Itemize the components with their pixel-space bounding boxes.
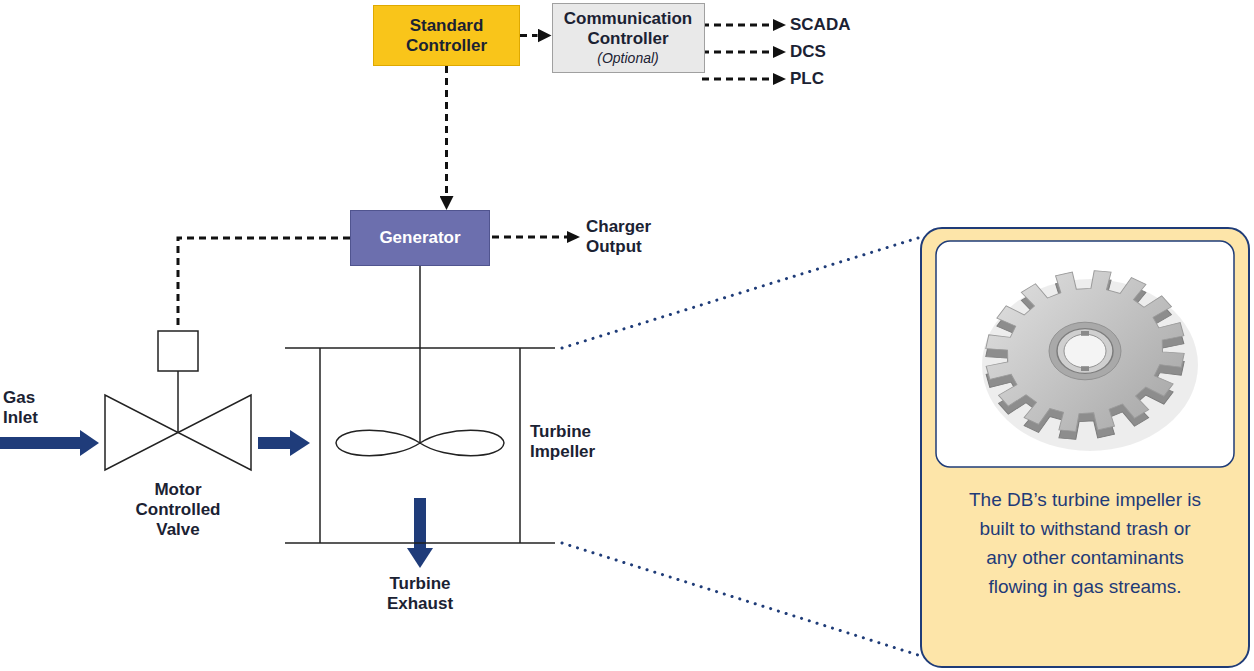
arrowhead [773, 73, 786, 85]
flow-arrow-stem [0, 437, 82, 449]
housing-line [419, 348, 421, 443]
impeller-photo [922, 229, 1248, 666]
dashed-arrow [702, 51, 773, 54]
housing-line [285, 542, 555, 544]
zoom-leader-lines [562, 238, 918, 655]
connector [178, 238, 350, 330]
output-label: Charger Output [586, 217, 678, 257]
arrowhead [773, 19, 786, 31]
housing-line [319, 348, 321, 543]
gear-face [975, 258, 1195, 444]
hub-bore [1064, 334, 1106, 368]
housing-line [519, 348, 521, 543]
valve-body [105, 395, 178, 470]
connector [419, 266, 421, 348]
dotted-leader [562, 543, 918, 655]
connector [445, 66, 448, 196]
box-note: (Optional) [597, 49, 658, 67]
generator-box: Generator [350, 210, 490, 266]
keyway [1081, 366, 1089, 371]
turbine-node: Turbine Impeller [310, 348, 630, 543]
signal-label: DCS [790, 42, 826, 62]
box-title: Communication Controller [563, 9, 694, 49]
valve-body [178, 395, 251, 470]
turbine-label: Turbine Impeller [530, 422, 626, 462]
valve-stem [177, 371, 179, 433]
flow-arrowhead [80, 430, 99, 456]
controller-box: Standard Controller [373, 5, 520, 66]
box-title: Generator [379, 228, 460, 248]
connector [520, 34, 538, 37]
callout-text: The DB’s turbine impeller is built to wi… [962, 485, 1208, 601]
flow-arrowhead [407, 548, 433, 568]
flow-arrow-stem [414, 498, 426, 550]
photo-panel [936, 241, 1234, 467]
valve-label: Motor Controlled Valve [128, 480, 228, 540]
keyway [1081, 331, 1089, 336]
valve-node: Motor Controlled Valve [98, 330, 258, 540]
signal-label: SCADA [790, 15, 850, 35]
callout-box: The DB’s turbine impeller is built to wi… [920, 227, 1250, 668]
gear-hub [1049, 322, 1121, 380]
hub-collar [1057, 329, 1113, 374]
dashed-arrow [702, 78, 773, 81]
impeller-symbol [336, 430, 504, 456]
signal-label: PLC [790, 69, 824, 89]
actuator-box [158, 331, 198, 371]
arrowhead [567, 231, 580, 243]
dashed-arrow [702, 24, 773, 27]
dashed-arrow [492, 236, 567, 239]
signal-arrows [492, 19, 786, 243]
flow-label: Turbine Exhaust [376, 574, 464, 614]
flow-label: Gas Inlet [3, 388, 55, 428]
box-title: Standard Controller [391, 16, 503, 56]
arrowhead [773, 46, 786, 58]
controller-box: Communication Controller(Optional) [552, 3, 705, 73]
connector [258, 437, 290, 449]
hub-ring [1049, 322, 1121, 380]
